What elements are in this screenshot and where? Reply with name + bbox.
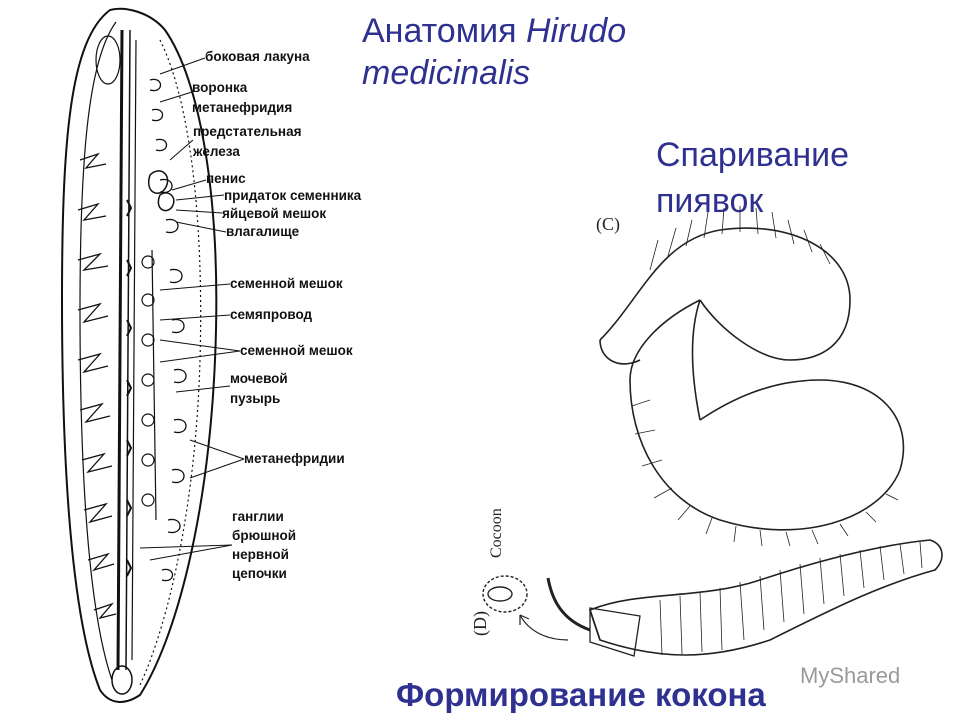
title-genus: Hirudo bbox=[525, 12, 627, 50]
label-ovisac: яйцевой мешок bbox=[222, 206, 327, 221]
label-ganglia-1: ганглии bbox=[232, 509, 284, 524]
panel-letter-c: (C) bbox=[596, 214, 620, 234]
label-lateral-lacuna: боковая лакуна bbox=[205, 49, 310, 64]
cocoon-word-label: Cocoon bbox=[488, 508, 505, 558]
label-vas-deferens: семяпровод bbox=[230, 307, 313, 322]
label-seminal-sac-1: семенной мешок bbox=[230, 276, 343, 291]
watermark-logo: MyShared bbox=[800, 663, 900, 689]
label-metanephridium: метанефридия bbox=[192, 100, 293, 115]
label-prostate-1: предстательная bbox=[193, 124, 302, 139]
leech-body-diagram bbox=[60, 7, 218, 703]
label-ganglia-3: нервной bbox=[232, 547, 289, 562]
label-bladder-1: мочевой bbox=[230, 371, 288, 386]
label-ganglia-2: брюшной bbox=[232, 528, 297, 543]
mating-heading-line1: Спаривание bbox=[656, 136, 850, 174]
label-leader-lines bbox=[139, 57, 245, 561]
mating-leech-drawing bbox=[599, 206, 905, 547]
label-vagina: влагалище bbox=[226, 224, 300, 239]
label-funnel: воронка bbox=[192, 80, 248, 95]
label-ganglia-4: цепочки bbox=[232, 566, 287, 581]
cocoon-formation-drawing bbox=[482, 539, 943, 657]
label-seminal-sac-2: семенной мешок bbox=[240, 343, 353, 358]
mating-heading: Спаривание пиявок bbox=[656, 132, 849, 224]
cocoon-heading: Формирование кокона bbox=[396, 676, 766, 713]
title-species: medicinalis bbox=[362, 54, 531, 92]
watermark-text: MyShared bbox=[800, 663, 901, 688]
label-bladder-2: пузырь bbox=[230, 391, 281, 406]
title-prefix: Анатомия bbox=[362, 12, 526, 50]
mating-heading-line2: пиявок bbox=[656, 182, 764, 220]
label-penis: пенис bbox=[206, 171, 246, 186]
panel-letter-d: (D) bbox=[470, 611, 490, 636]
label-metanephridia: метанефридии bbox=[244, 451, 345, 466]
label-prostate-2: железа bbox=[193, 144, 240, 159]
label-epididymis: придаток семенника bbox=[224, 188, 362, 203]
page-title: Анатомия Hirudo medicinalis bbox=[362, 10, 762, 94]
